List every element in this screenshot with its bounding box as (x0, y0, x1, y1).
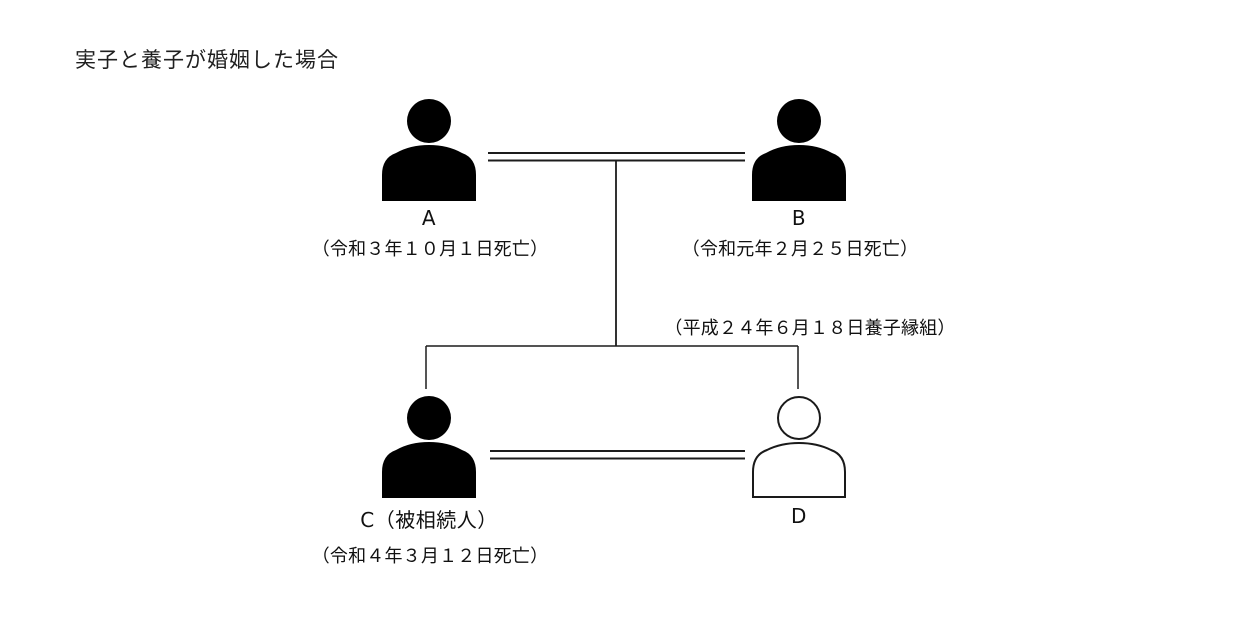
person-b-label: B (791, 206, 807, 230)
person-c-icon (382, 396, 476, 498)
person-a-icon (382, 99, 476, 201)
adoption-date-annotation: （平成２４年６月１８日養子縁組） (664, 318, 956, 339)
person-d-label: D (791, 504, 807, 528)
person-c-label: C（被相続人） (360, 508, 498, 532)
person-b-icon (752, 99, 846, 201)
diagram-title: 実子と養子が婚姻した場合 (75, 48, 339, 72)
person-c-death-note: （令和４年３月１２日死亡） (311, 546, 549, 567)
person-b-death-note: （令和元年２月２５日死亡） (681, 239, 919, 260)
person-d-icon (752, 396, 846, 498)
person-a-death-note: （令和３年１０月１日死亡） (311, 239, 549, 260)
person-a-label: A (421, 206, 437, 230)
